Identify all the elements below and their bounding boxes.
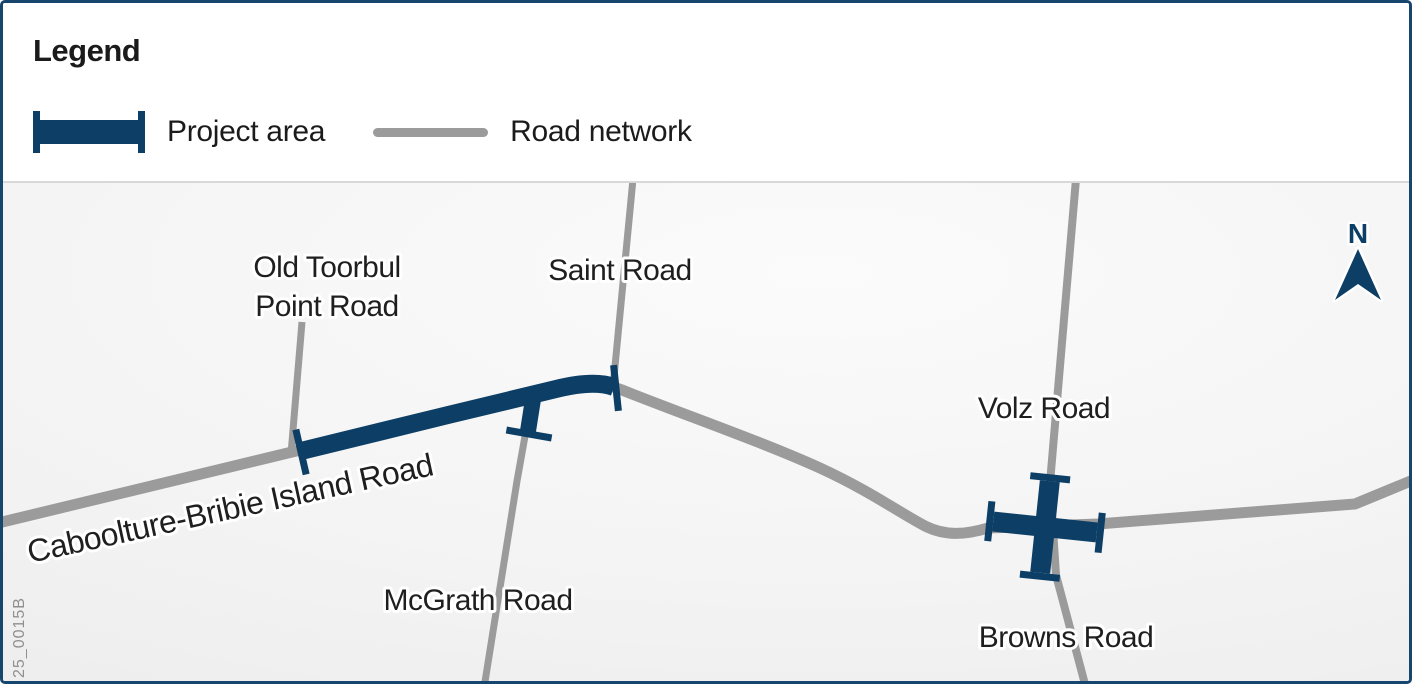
label-old-toorbul-line2: Point Road: [255, 290, 398, 323]
cross-cap-west: [984, 500, 996, 542]
map-canvas: Old Toorbul Point Road Saint Road Cabool…: [3, 183, 1409, 681]
project-area-cap-mcgrath: [505, 426, 553, 442]
road-network-icon: [373, 127, 489, 137]
label-volz-road: Volz Road: [978, 392, 1110, 425]
north-arrow-icon: [1332, 246, 1384, 303]
road-label-layer: Old Toorbul Point Road Saint Road Cabool…: [21, 248, 1157, 657]
cross-cap-north: [1029, 472, 1071, 484]
cross-cap-south: [1019, 570, 1061, 582]
project-area-icon: [33, 111, 145, 153]
label-browns-road: Browns Road: [979, 621, 1154, 654]
label-mcgrath-road: McGrath Road: [383, 584, 572, 617]
road-mcgrath: [481, 396, 536, 681]
legend-panel: Legend Project area Road network: [3, 3, 1409, 183]
drawing-code: 25_0015B: [11, 597, 28, 678]
project-area-cap-east: [610, 364, 622, 412]
road-network-layer: [3, 183, 1409, 681]
project-area-cap-west: [292, 428, 310, 476]
legend-label-project-area: Project area: [167, 115, 326, 148]
road-saint: [609, 183, 637, 388]
project-area-endcap-right: [138, 111, 145, 153]
legend-title: Legend: [33, 33, 141, 68]
north-label: N: [1348, 218, 1368, 249]
project-area-main-segment: [298, 374, 618, 460]
north-arrow: N: [1332, 216, 1384, 303]
legend-label-road-network: Road network: [510, 115, 692, 148]
project-area-layer: [292, 364, 1106, 582]
road-volz-browns: [1045, 183, 1089, 681]
label-old-toorbul-line1: Old Toorbul: [253, 251, 400, 284]
map-drawing: Old Toorbul Point Road Saint Road Cabool…: [3, 183, 1409, 681]
label-saint-road: Saint Road: [548, 254, 691, 287]
legend-row: Project area Road network: [33, 111, 1409, 153]
cross-bar-vertical: [1030, 480, 1060, 574]
project-area-volz-cross: [984, 472, 1106, 582]
cross-cap-east: [1094, 512, 1106, 554]
project-area-bar: [36, 120, 142, 144]
project-area-mcgrath-stub: [520, 391, 542, 433]
